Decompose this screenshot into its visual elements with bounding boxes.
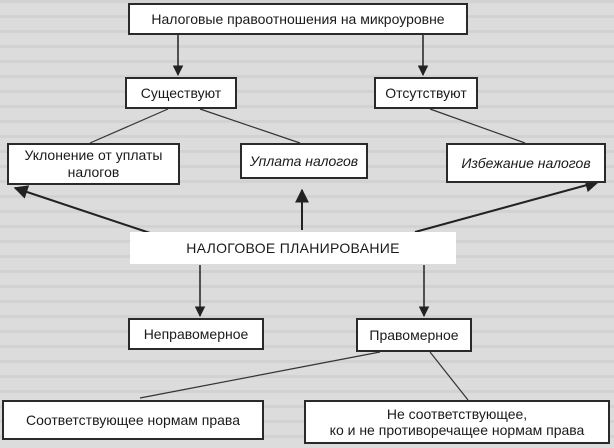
node-evasion-label: Уклонение от уплаты налогов bbox=[9, 147, 178, 181]
node-neutral-label-line1: Не соответствующее, bbox=[387, 406, 527, 422]
node-payment-label: Уплата налогов bbox=[250, 153, 358, 170]
node-unlawful-label: Неправомерное bbox=[144, 326, 249, 343]
node-exist: Существуют bbox=[125, 77, 237, 109]
node-unlawful: Неправомерное bbox=[128, 318, 264, 350]
node-absent: Отсутствуют bbox=[374, 77, 478, 109]
node-planning-label: НАЛОГОВОЕ ПЛАНИРОВАНИЕ bbox=[186, 240, 400, 257]
node-root: Налоговые правоотношения на микроуровне bbox=[128, 3, 468, 35]
line-exist-to-payment bbox=[200, 109, 300, 143]
line-lawful-to-compliant bbox=[140, 352, 380, 398]
line-lawful-to-neutral bbox=[430, 352, 468, 400]
arrow-planning-to-avoidance bbox=[415, 182, 598, 232]
line-absent-to-avoidance bbox=[430, 109, 525, 143]
node-planning: НАЛОГОВОЕ ПЛАНИРОВАНИЕ bbox=[130, 232, 456, 264]
line-exist-to-evasion bbox=[90, 109, 168, 143]
node-absent-label: Отсутствуют bbox=[385, 85, 467, 102]
node-exist-label: Существуют bbox=[141, 85, 221, 102]
node-payment: Уплата налогов bbox=[240, 143, 368, 179]
node-avoidance: Избежание налогов bbox=[446, 143, 606, 183]
node-root-label: Налоговые правоотношения на микроуровне bbox=[151, 11, 444, 28]
node-lawful: Правомерное bbox=[356, 318, 472, 352]
node-evasion: Уклонение от уплаты налогов bbox=[7, 143, 180, 185]
node-neutral-label-line2: ко и не противоречащее нормам права bbox=[330, 422, 585, 438]
node-neutral: Не соответствующее, ко и не противоречащ… bbox=[304, 400, 610, 444]
node-lawful-label: Правомерное bbox=[369, 327, 458, 344]
arrow-planning-to-evasion bbox=[15, 188, 150, 233]
node-avoidance-label: Избежание налогов bbox=[461, 155, 590, 172]
node-compliant: Соответствующее нормам права bbox=[2, 400, 264, 440]
node-compliant-label: Соответствующее нормам права bbox=[26, 412, 240, 429]
